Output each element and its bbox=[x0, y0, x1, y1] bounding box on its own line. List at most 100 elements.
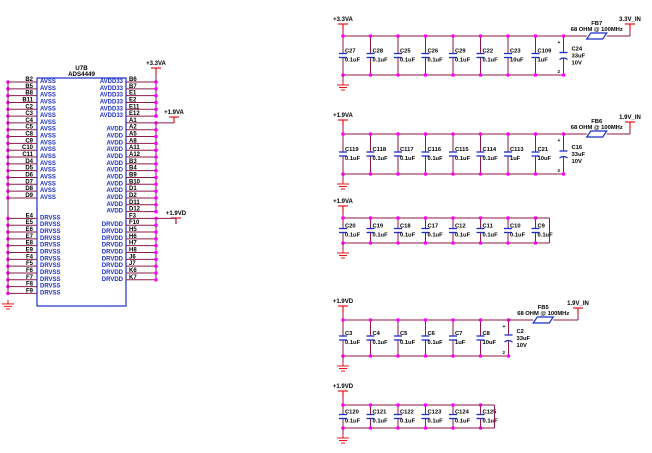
pin-name: AVSS bbox=[40, 120, 56, 126]
capacitor-ref: C27 bbox=[345, 49, 356, 55]
pin-number: C4 bbox=[25, 118, 33, 124]
pin-number: B11 bbox=[22, 97, 33, 103]
capacitor-ref: C21 bbox=[538, 147, 549, 153]
capacitor-value: 0.1uF bbox=[455, 419, 471, 425]
capacitor-voltage: 10V bbox=[572, 159, 582, 165]
junction-dot bbox=[396, 34, 400, 38]
pin-number: C5 bbox=[25, 125, 33, 131]
power-rail-label: 1.9V_IN bbox=[619, 115, 641, 121]
capacitor-value: 0.1uF bbox=[345, 156, 361, 162]
pin-number: K7 bbox=[129, 275, 137, 281]
capacitor-value: 0.1uF bbox=[373, 156, 389, 162]
junction-dot bbox=[154, 237, 158, 241]
junction-dot bbox=[154, 148, 158, 152]
junction-dot bbox=[368, 426, 373, 430]
pin-name: DRVDD bbox=[102, 236, 124, 242]
pin-number: A8 bbox=[129, 138, 137, 144]
chip-ref: U7B bbox=[75, 65, 88, 72]
pin-number: E9 bbox=[26, 248, 34, 254]
junction-dot bbox=[451, 172, 455, 176]
junction-dot bbox=[368, 241, 373, 245]
pin-number: F3 bbox=[129, 213, 137, 219]
pin-number: H6 bbox=[129, 234, 137, 240]
pin-name: DRVSS bbox=[40, 263, 61, 269]
junction-dot bbox=[533, 34, 538, 38]
junction-dot bbox=[506, 132, 510, 136]
capacitor-value: 0.1uF bbox=[428, 156, 444, 162]
capacitor-value: 0.1uF bbox=[538, 233, 554, 239]
capacitor-ref: C119 bbox=[345, 147, 359, 153]
pin-name: AVSS bbox=[40, 93, 56, 99]
junction-dot bbox=[154, 209, 158, 214]
pin-number: B4 bbox=[129, 166, 137, 172]
junction-dot bbox=[423, 34, 428, 38]
ferrite-ref: FB7 bbox=[591, 21, 602, 27]
pin-number: E4 bbox=[26, 213, 34, 219]
junction-dot bbox=[154, 168, 158, 173]
pin-name: DRVDD bbox=[102, 243, 124, 249]
capacitor-ref: C7 bbox=[455, 331, 462, 337]
junction-dot bbox=[396, 354, 400, 358]
junction-dot bbox=[423, 426, 428, 430]
power-rail-label: 1.9V_IN bbox=[567, 301, 589, 307]
pin-number: A2 bbox=[129, 125, 137, 131]
capacitor-value: 0.1uF bbox=[510, 233, 526, 239]
pin-name: DRVDD bbox=[102, 250, 124, 256]
junction-dot bbox=[341, 132, 345, 136]
junction-dot bbox=[154, 196, 158, 200]
capacitor-ref: C121 bbox=[373, 410, 388, 416]
pin-number: F8 bbox=[26, 282, 34, 288]
pin-name: AVSS bbox=[40, 113, 56, 119]
junction-dot bbox=[154, 277, 158, 282]
pin-number: B5 bbox=[25, 84, 33, 90]
junction-dot bbox=[533, 172, 538, 176]
pin-name: DRVDD bbox=[102, 256, 124, 262]
pin-name: DRVSS bbox=[40, 215, 61, 221]
capacitor-ref: C3 bbox=[345, 331, 353, 337]
pin-name: AVSS bbox=[40, 134, 56, 140]
power-rail-label: 3.3V_IN bbox=[619, 17, 641, 23]
capacitor-ref: C16 bbox=[572, 145, 583, 151]
pin-name: AVSS bbox=[40, 188, 56, 194]
capacitor-value: 0.1uF bbox=[400, 340, 416, 346]
junction-dot bbox=[154, 271, 158, 275]
capacitor-value: 0.1uF bbox=[373, 233, 389, 239]
pin-number: F5 bbox=[26, 261, 34, 267]
junction-dot bbox=[154, 202, 158, 207]
junction-dot bbox=[423, 403, 428, 407]
capacitor-value: 0.1uF bbox=[455, 58, 471, 64]
capacitor-ref: C116 bbox=[428, 147, 442, 153]
capacitor-ref: C22 bbox=[483, 49, 494, 55]
ferrite-ref: FB5 bbox=[538, 305, 550, 311]
junction-dot bbox=[451, 318, 455, 322]
pin-name: AVSS bbox=[40, 168, 56, 174]
pin-name: AVDD33 bbox=[100, 99, 124, 105]
junction-dot bbox=[451, 216, 455, 220]
junction-dot bbox=[154, 100, 158, 105]
pin-name: DRVSS bbox=[40, 236, 61, 242]
junction-dot bbox=[451, 73, 455, 77]
pin-name: DRVDD bbox=[102, 270, 124, 276]
pin-name: AVSS bbox=[40, 181, 56, 187]
capacitor-voltage: 10V bbox=[517, 343, 527, 349]
ferrite-ref: FB6 bbox=[591, 119, 603, 125]
junction-dot bbox=[154, 93, 158, 98]
junction-dot bbox=[423, 172, 428, 176]
pin-number: E11 bbox=[129, 104, 140, 110]
junction-dot bbox=[423, 132, 428, 136]
junction-dot bbox=[154, 162, 158, 166]
pin-number: F6 bbox=[26, 268, 34, 274]
capacitor-ref: C26 bbox=[428, 49, 439, 55]
pin-number: C11 bbox=[22, 152, 33, 158]
capacitor-value: 0.1uF bbox=[483, 58, 499, 64]
pin-marker: 2 bbox=[558, 69, 561, 74]
junction-dot bbox=[561, 172, 566, 176]
pin-number: E8 bbox=[26, 241, 34, 247]
pin-number: B6 bbox=[129, 77, 137, 83]
junction-dot bbox=[154, 141, 158, 146]
power-rail-label: +3.3VA bbox=[333, 17, 353, 23]
pin-name: DRVSS bbox=[40, 256, 61, 262]
pin-name: AVDD33 bbox=[100, 79, 124, 85]
junction-dot bbox=[423, 241, 428, 245]
